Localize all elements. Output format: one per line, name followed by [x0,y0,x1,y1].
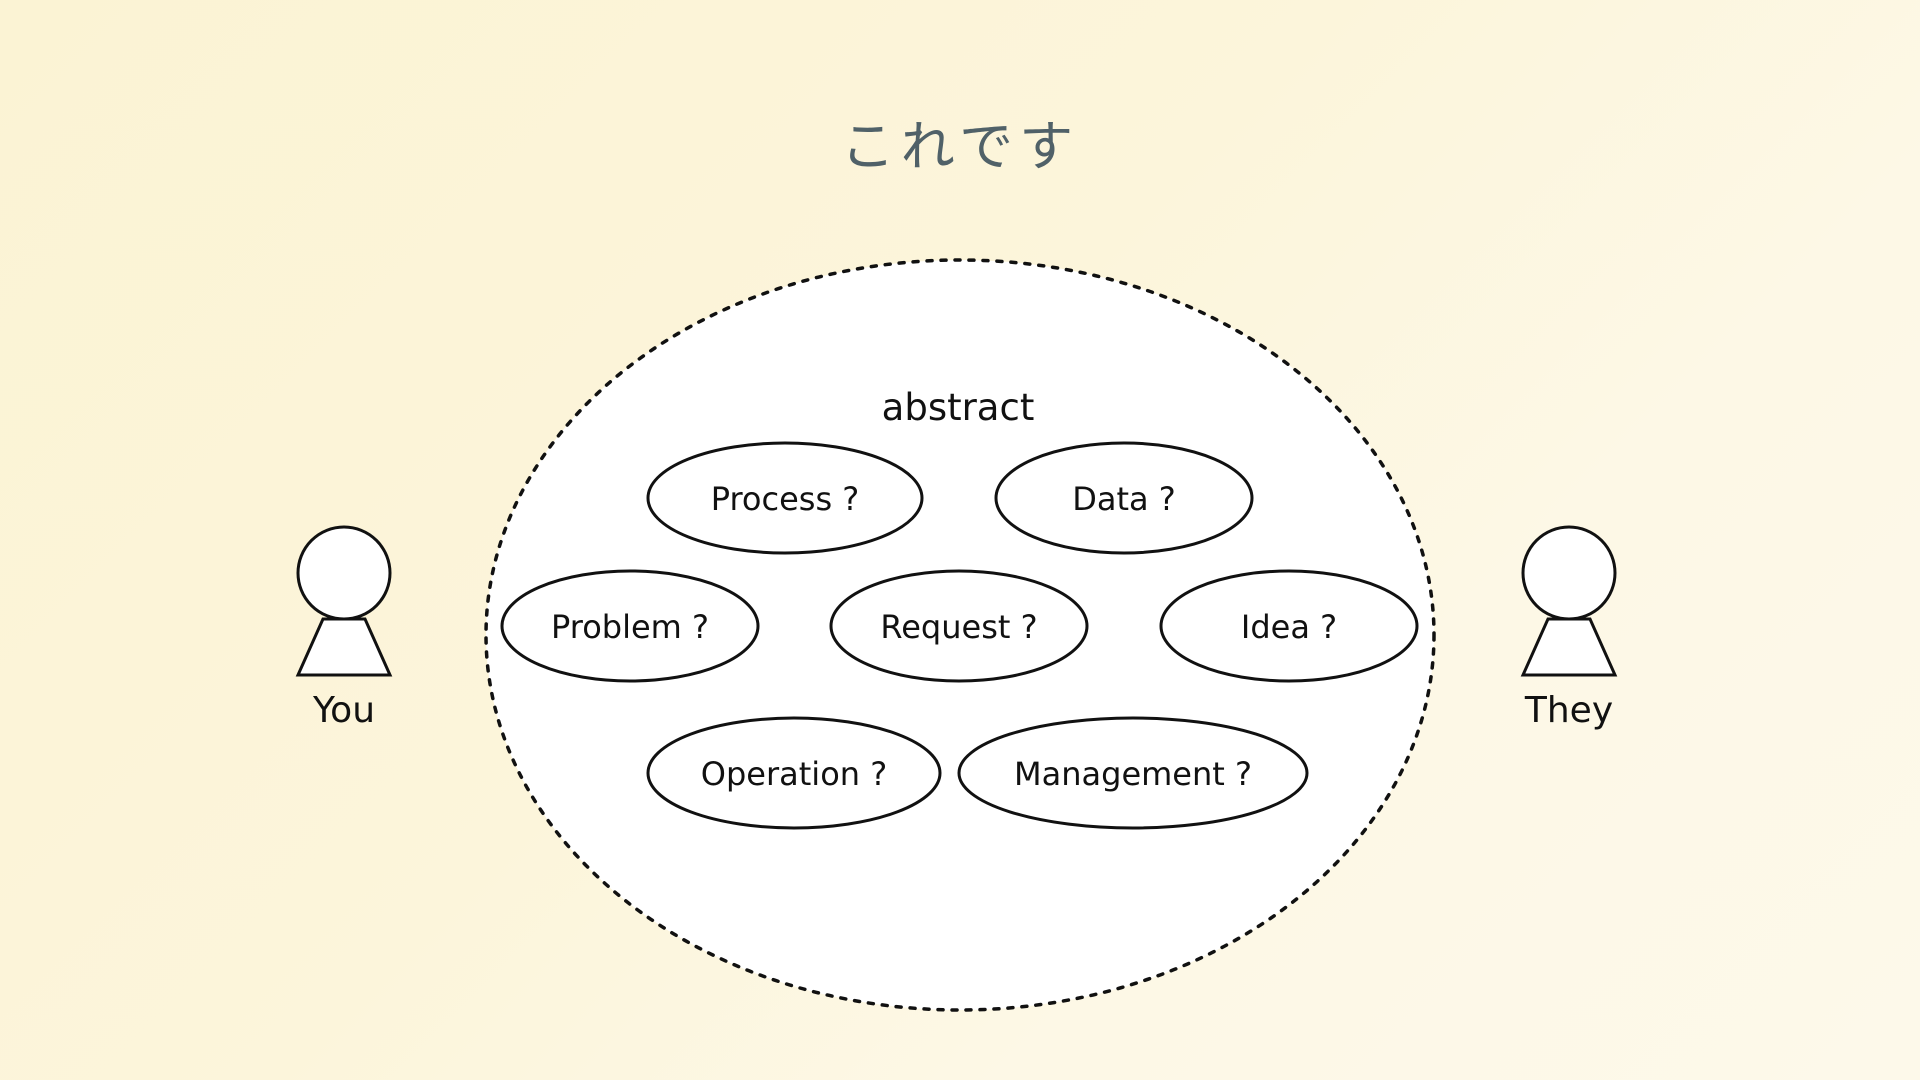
bubble-idea-label: Idea ? [1241,608,1337,646]
bubble-data: Data ? [994,441,1254,555]
bubble-management: Management ? [957,716,1309,830]
actor-they-head [1521,525,1617,621]
actor-you-head [296,525,392,621]
bubble-operation-label: Operation ? [701,755,887,793]
actor-they: They [1520,525,1618,731]
actor-you: You [295,525,393,731]
actor-they-body [1520,617,1618,677]
bubble-request: Request ? [829,569,1089,683]
bubble-management-label: Management ? [1014,755,1252,793]
actor-they-label: They [1524,690,1613,731]
abstract-label: abstract [882,386,1035,429]
bubble-problem: Problem ? [500,569,760,683]
bubble-data-label: Data ? [1072,480,1176,518]
slide-title: これです [840,115,1080,178]
bubble-operation: Operation ? [646,716,942,830]
bubble-problem-label: Problem ? [551,608,709,646]
bubble-request-label: Request ? [880,608,1037,646]
actor-you-label: You [312,690,375,731]
bubble-process: Process ? [646,441,924,555]
bubble-process-label: Process ? [711,480,860,518]
bubble-idea: Idea ? [1159,569,1419,683]
actor-you-body [295,617,393,677]
